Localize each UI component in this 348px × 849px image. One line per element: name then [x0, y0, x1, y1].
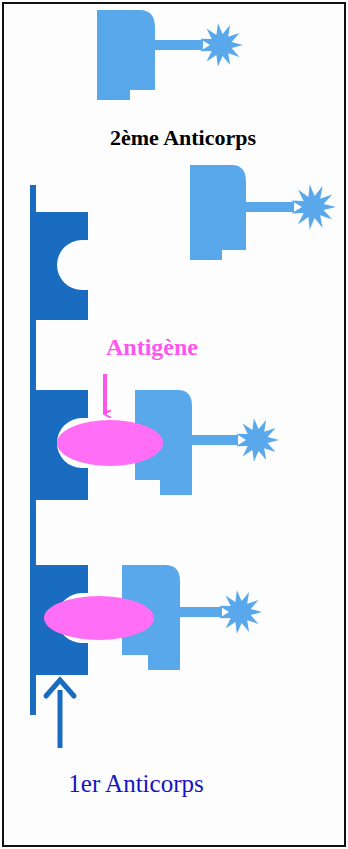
antibody-label: 2ème Anticorps — [110, 125, 256, 150]
antibody-label: 1er Anticorps — [68, 770, 203, 799]
enzyme-marker — [219, 590, 262, 634]
enzyme-marker — [200, 23, 243, 67]
antigen-label: Antigène — [106, 334, 198, 362]
solid-support — [30, 185, 36, 715]
antibody-arrowhead — [46, 680, 74, 696]
antigen-arrow — [103, 374, 107, 414]
antigen — [44, 420, 163, 640]
enzyme-marker — [236, 418, 279, 462]
antibody-arrow — [58, 690, 63, 748]
secondary-antibody — [97, 10, 336, 670]
enzyme-marker — [291, 184, 336, 230]
